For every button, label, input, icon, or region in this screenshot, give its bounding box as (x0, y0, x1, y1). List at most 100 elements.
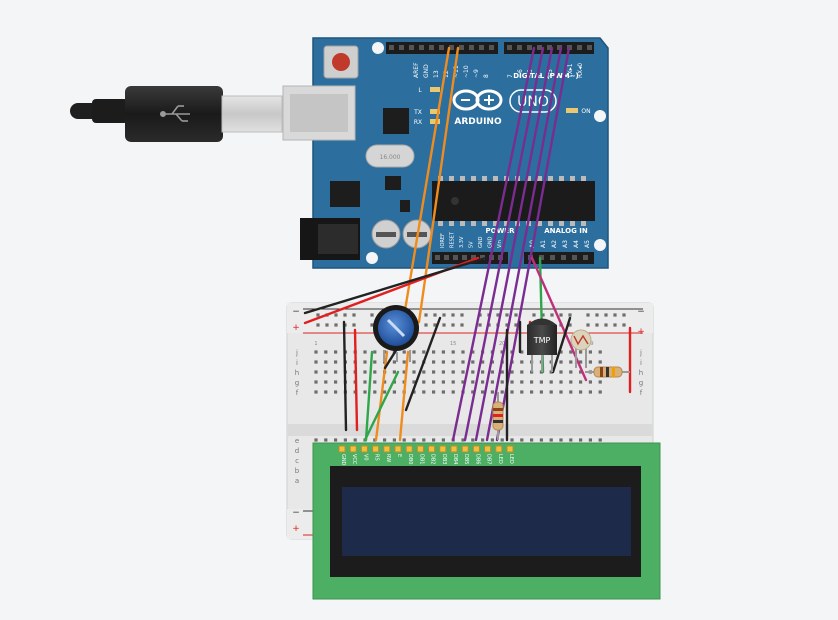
rail-hole (451, 323, 455, 327)
digital-pin-label: ~11 (453, 65, 460, 78)
breadboard-hole (373, 360, 377, 364)
breadboard-hole (451, 380, 455, 384)
lcd-pin (450, 445, 458, 453)
tmp-label: TMP (533, 336, 551, 345)
breadboard-hole (569, 438, 573, 442)
lcd-pin-label: GND (340, 454, 346, 466)
breadboard-hole (461, 370, 465, 374)
rail-hole (325, 323, 329, 327)
arduino-brand: ARDUINO (454, 117, 502, 127)
breadboard-hole (569, 380, 573, 384)
rail-hole (586, 313, 590, 317)
breadboard-hole (383, 380, 387, 384)
rail-hole (604, 323, 608, 327)
digital-pin-label: 12 (443, 70, 450, 78)
rail-hole (334, 313, 338, 317)
breadboard-hole (363, 370, 367, 374)
digital-pin-label: ~3 (547, 69, 554, 78)
breadboard-hole (314, 390, 318, 394)
arduino-logo (452, 89, 503, 111)
breadboard-hole (579, 370, 583, 374)
breadboard-hole (432, 390, 436, 394)
lcd-pin-label: DB5 (463, 454, 469, 464)
lcd-pin (484, 445, 492, 453)
potentiometer[interactable] (373, 305, 419, 362)
breadboard-hole (471, 360, 475, 364)
digital-pin-label: ~5 (527, 69, 534, 78)
digital-pin-label: 13 (433, 70, 440, 78)
chip-notch (451, 197, 459, 205)
wire-black-ldr (551, 316, 572, 374)
rx-label: RX (414, 119, 422, 126)
breadboard-hole (598, 438, 602, 442)
column-number: 20 (499, 341, 505, 347)
breadboard-hole (559, 390, 563, 394)
rail-hole (442, 323, 446, 327)
wire-green-contrast (363, 370, 400, 442)
rail-hole (433, 323, 437, 327)
row-label: j (639, 349, 642, 357)
row-label: b (295, 467, 300, 475)
breadboard-hole (539, 380, 543, 384)
breadboard-hole (490, 360, 494, 364)
digital-pin-label: AREF (413, 62, 420, 78)
column-number: 1 (314, 341, 317, 347)
breadboard-hole (432, 370, 436, 374)
power-pin-label: 5V (469, 241, 475, 248)
breadboard-hole (559, 370, 563, 374)
breadboard-hole (383, 390, 387, 394)
breadboard-hole (500, 350, 504, 354)
rail-hole (460, 313, 464, 317)
rail-hole (550, 313, 554, 317)
row-label: e (295, 437, 299, 445)
power-pin-label: 3.3V (459, 236, 465, 248)
usb-plug-metal (221, 95, 283, 133)
mounting-hole (366, 252, 378, 264)
rail-hole (568, 323, 572, 327)
breadboard-hole (441, 438, 445, 442)
usb-icon (160, 105, 190, 122)
digital-pin-label: GND (423, 64, 430, 78)
breadboard-hole (471, 390, 475, 394)
breadboard-hole (422, 380, 426, 384)
breadboard-hole (530, 380, 534, 384)
breadboard-hole (461, 360, 465, 364)
breadboard-hole (412, 350, 416, 354)
crystal-label: 16.000 (380, 154, 401, 161)
breadboard-hole (520, 360, 524, 364)
breadboard-hole (451, 390, 455, 394)
breadboard-hole (588, 390, 592, 394)
breadboard-hole (314, 360, 318, 364)
breadboard-hole (422, 350, 426, 354)
breadboard-hole (324, 380, 328, 384)
rail-hole (343, 313, 347, 317)
breadboard-hole (334, 390, 338, 394)
photoresistor (570, 329, 592, 368)
breadboard-hole (549, 390, 553, 394)
digital-pin-label: RX◂0 (577, 63, 584, 78)
rail-hole (424, 323, 428, 327)
lcd-pin (506, 445, 514, 453)
lcd-pin (428, 445, 436, 453)
breadboard-hole (500, 438, 504, 442)
breadboard-hole (481, 370, 485, 374)
rail-hole (568, 313, 572, 317)
power-pin-label: RESET (450, 231, 456, 248)
reset-button-cap[interactable] (332, 53, 350, 71)
lcd-pin-label: DB2 (430, 454, 436, 464)
analog-pin-label: A1 (540, 240, 547, 248)
breadboard-hole (500, 390, 504, 394)
breadboard-hole (510, 438, 514, 442)
breadboard-hole (588, 380, 592, 384)
breadboard-hole (402, 370, 406, 374)
rail-hole (622, 323, 626, 327)
breadboard-hole (314, 350, 318, 354)
digital-pin-label: 4 (537, 74, 544, 78)
rail-hole (316, 313, 320, 317)
breadboard-hole (324, 350, 328, 354)
breadboard-hole (461, 438, 465, 442)
breadboard-hole (402, 350, 406, 354)
breadboard-hole (579, 390, 583, 394)
lcd-pin (360, 445, 368, 453)
breadboard-hole (324, 370, 328, 374)
